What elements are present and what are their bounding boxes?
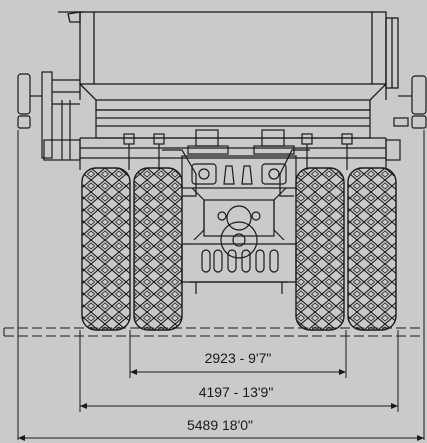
dimension-inner-track: 2923 - 9'7" (130, 350, 346, 375)
left-side-frame (17, 71, 81, 161)
suspension (123, 129, 353, 197)
right-inner-tire (295, 167, 345, 331)
differential-cover (181, 221, 297, 294)
right-side-frame (385, 75, 427, 161)
left-inner-tire (133, 167, 183, 331)
axle-housing (181, 155, 297, 241)
dump-body (58, 11, 399, 111)
dimension-overall-width: 5489 18'0" (18, 417, 424, 441)
extension-lines (17, 130, 425, 440)
dimension-inner-track-label: 2923 - 9'7" (205, 350, 272, 366)
frame-rails (79, 109, 387, 170)
dimension-overall-width-label: 5489 18'0" (187, 417, 253, 433)
dimension-outer-track: 4197 - 13'9" (80, 384, 398, 409)
dimension-outer-track-label: 4197 - 13'9" (199, 384, 274, 400)
left-outer-tire (81, 167, 131, 331)
right-outer-tire (347, 167, 397, 331)
